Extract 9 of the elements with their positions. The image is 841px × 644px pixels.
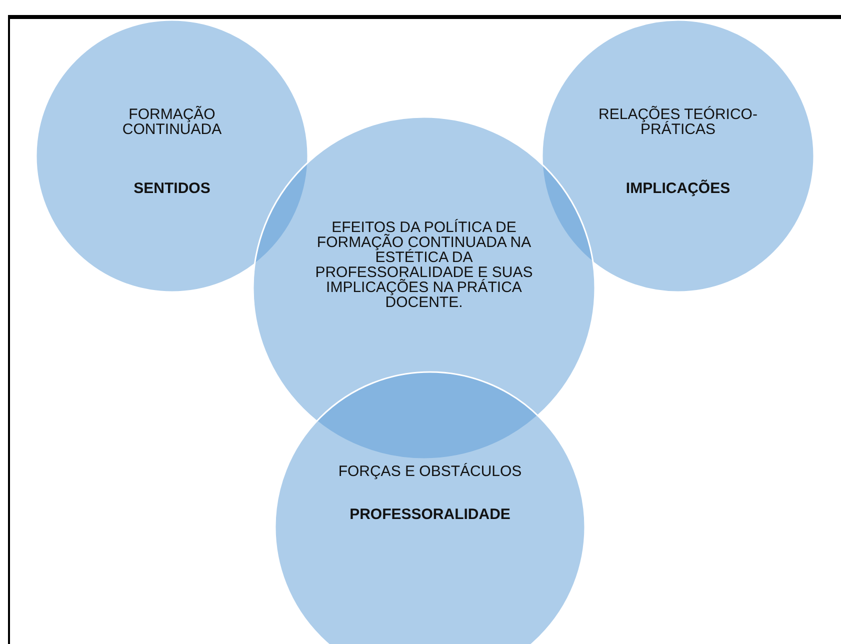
circle-text: RELAÇÕES TEÓRICO- PRÁTICAS (598, 107, 758, 137)
circle-text: FORMAÇÃO CONTINUADA (121, 107, 223, 137)
circle-node (541, 19, 815, 293)
keyword-label: IMPLICAÇÕES (624, 181, 732, 196)
circle-text: FORÇAS E OBSTÁCULOS (337, 464, 523, 479)
circle-text: EFEITOS DA POLÍTICA DE FORMAÇÃO CONTINUADA NA ESTÉTICA DA PROFESSORALIDADE E SUAS IMPLICAÇÕES NA PRÁTICA DOCENTE. (314, 220, 534, 310)
keyword-label: PROFESSORALIDADE (348, 507, 512, 522)
keyword-label: SENTIDOS (132, 181, 212, 196)
circle-node (35, 19, 309, 293)
